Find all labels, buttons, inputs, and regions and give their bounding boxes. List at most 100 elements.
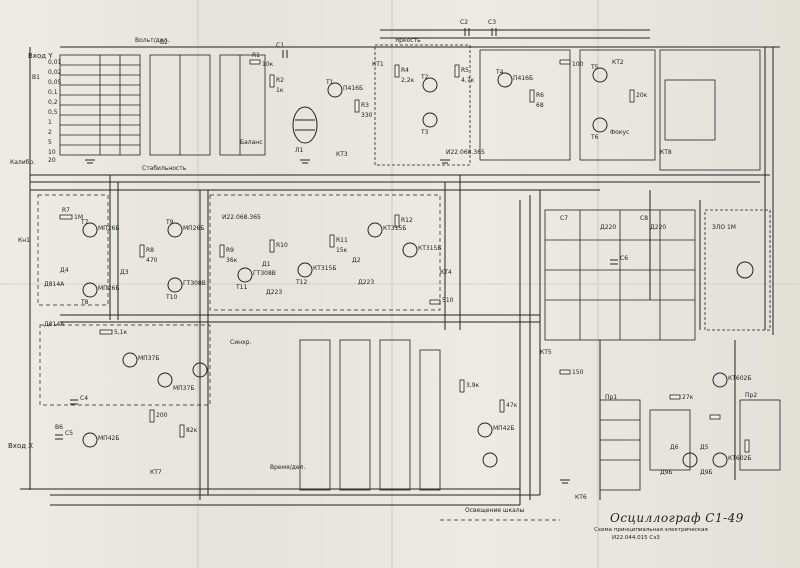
transistor-type: МП37Б	[173, 385, 195, 392]
resistor-value: 2,2к	[401, 77, 415, 84]
transistor-type: МП26Б	[98, 225, 120, 232]
resistor-value: 15к	[336, 247, 348, 254]
component-label: C5	[65, 430, 74, 437]
component-label: R9	[226, 247, 234, 254]
component-label: КТ5	[540, 349, 552, 356]
diode-type: Д220	[600, 224, 617, 231]
resistor-symbols	[59, 59, 750, 453]
resistor-value: 4,7к	[461, 77, 475, 84]
diode-type: Д9Б	[660, 469, 673, 476]
component-label: КТ8	[660, 149, 672, 156]
transistor-symbols	[82, 67, 754, 468]
resistor-value: 82к	[186, 427, 198, 434]
component-label: Пр2	[745, 392, 758, 399]
transistor-type: МП42Б	[493, 425, 515, 432]
component-label: Д5	[700, 444, 709, 451]
resistor-value: 20к	[636, 92, 648, 99]
atten-value: 1	[48, 119, 52, 126]
switch-decks	[299, 339, 441, 491]
atten-value: 0,5	[48, 109, 58, 116]
component-label: R4	[401, 67, 409, 74]
atten-value: 0,02	[48, 69, 62, 76]
drawing-title: Осциллограф С1-49	[610, 511, 744, 525]
component-label: КТ3	[336, 151, 348, 158]
label-b6: В6	[55, 424, 63, 431]
component-label: C4	[80, 395, 89, 402]
resistor-value: 150	[572, 369, 584, 376]
label-b1: В1	[32, 74, 40, 81]
resistor-value: 36к	[226, 257, 238, 264]
label-balance: Баланс	[240, 139, 263, 146]
resistor-value: 3,9к	[466, 382, 480, 389]
component-label: R10	[276, 242, 288, 249]
diode-type: Д220	[650, 224, 667, 231]
drawing-subtitle: Схема принципиальная электрическая	[594, 527, 708, 533]
resistor-value: 1к	[276, 87, 284, 94]
transistor-type: МП26Б	[98, 285, 120, 292]
upper-modules	[374, 44, 761, 171]
component-label: C6	[620, 255, 629, 262]
component-label: R8	[146, 247, 154, 254]
capacitor-symbols	[55, 28, 618, 440]
resistor-value: 470	[146, 257, 158, 264]
atten-value: 20	[48, 157, 56, 164]
component-label: Т3	[421, 129, 429, 136]
ground-symbols	[85, 159, 570, 484]
component-label: Т10	[166, 294, 178, 301]
transistor-type: МП26Б	[183, 225, 205, 232]
transistor-type: П416Б	[343, 85, 364, 92]
transistor-type: П416Б	[513, 75, 534, 82]
power-supply	[599, 399, 781, 491]
component-label: Д4	[60, 267, 69, 274]
component-label: R7	[62, 207, 70, 214]
component-label: R12	[401, 217, 413, 224]
resistor-value: 330	[361, 112, 373, 119]
resistor-value: 5,1к	[114, 329, 128, 336]
component-label: Т9	[166, 219, 174, 226]
component-label: Т4	[496, 69, 504, 76]
component-label: Д6	[670, 444, 679, 451]
component-label: Пр1	[605, 394, 618, 401]
atten-value: 0,05	[48, 79, 62, 86]
component-label: R3	[361, 102, 369, 109]
resistor-value: 1М	[74, 214, 83, 221]
diode-type: Д223	[358, 279, 375, 286]
component-label: R6	[536, 92, 544, 99]
component-label: C7	[560, 215, 569, 222]
diode-type: Д814А	[44, 281, 65, 288]
label-scale-light: Освещение шкалы	[465, 507, 525, 514]
component-label: Т5	[591, 64, 599, 71]
component-label: КТ4	[440, 269, 452, 276]
crt-lamp	[292, 106, 318, 144]
label-stability: Стабильность	[142, 165, 187, 172]
enclosure-lines	[37, 194, 560, 521]
label-module-a: И22.068.365	[222, 214, 261, 221]
atten-value: 10	[48, 149, 56, 156]
label-transformer: ЗЛО 1М	[712, 224, 736, 231]
resistor-value: 200	[156, 412, 168, 419]
drawing-code: И22.044.015 Сэ3	[612, 535, 660, 541]
component-label: КТ7	[150, 469, 162, 476]
transistor-type: КТ315Б	[383, 225, 407, 232]
component-label: Т6	[591, 134, 599, 141]
component-label: Т2	[421, 74, 429, 81]
transistor-type: КТ315Б	[313, 265, 337, 272]
atten-value: 0,01	[48, 59, 62, 66]
component-label: R11	[336, 237, 348, 244]
label-tube-lamp: Л1	[295, 147, 304, 154]
component-label: Т12	[296, 279, 308, 286]
diode-type: Д223	[266, 289, 283, 296]
diode-type: Д814А	[44, 321, 65, 328]
resistor-value: 10к	[262, 61, 274, 68]
diode-type: Д9Б	[700, 469, 713, 476]
resistor-value: 510	[442, 297, 454, 304]
component-label: Т8	[81, 299, 89, 306]
component-label: R5	[461, 67, 469, 74]
transistor-type: ГТ308В	[253, 270, 276, 277]
transistor-type: КТ602Б	[728, 455, 752, 462]
resistor-value: 27к	[682, 394, 694, 401]
component-label: C8	[640, 215, 649, 222]
